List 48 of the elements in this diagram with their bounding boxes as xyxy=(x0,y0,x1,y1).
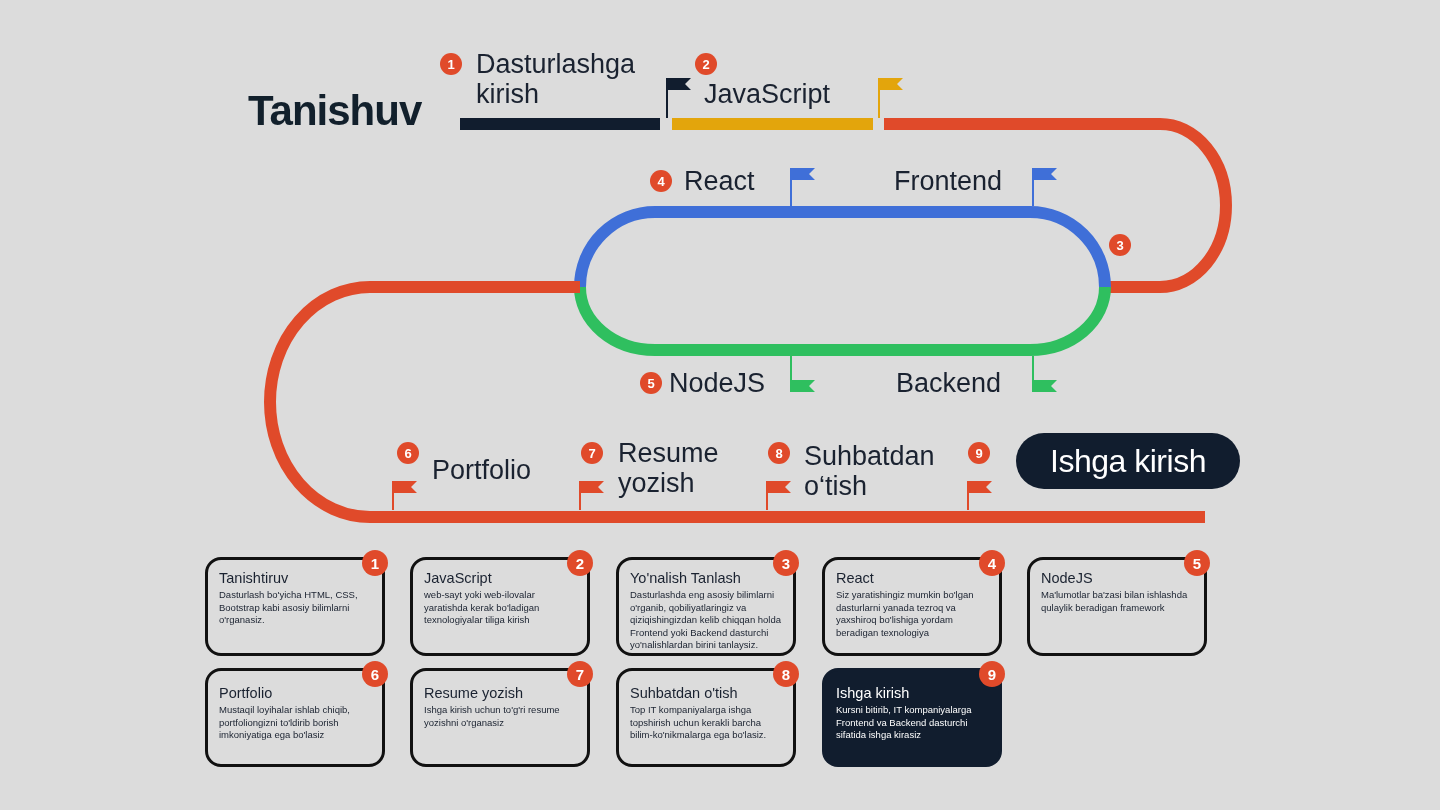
step-number: 2 xyxy=(695,53,717,75)
step-label: Portfolio xyxy=(432,455,533,485)
step-label: Suhbatdan o‘tish xyxy=(804,441,936,501)
step-number: 5 xyxy=(640,372,662,394)
card-text: Siz yaratishingiz mumkin bo'lgan dasturlarni yanada tezroq va yaxshiroq bo'lishiga yordam beradigan texnologiya xyxy=(836,589,975,639)
card-title: NodeJS xyxy=(1041,570,1094,586)
track-label: Frontend xyxy=(894,166,1003,196)
step-number: 8 xyxy=(773,661,799,687)
card-text: Dasturlash bo'yicha HTML, CSS, Bootstrap kabi asosiy bilimlarni o'rganasiz. xyxy=(219,589,359,627)
card-title: Resume yozish xyxy=(424,685,525,701)
step-label: React xyxy=(684,166,756,196)
step-label: NodeJS xyxy=(669,368,767,398)
step-number: 4 xyxy=(650,170,672,192)
card-title: Tanishtiruv xyxy=(219,570,290,586)
step-number: 4 xyxy=(979,550,1005,576)
step-number: 5 xyxy=(1184,550,1210,576)
step-number: 1 xyxy=(440,53,462,75)
card-text: Ishga kirish uchun to'g'ri resume yozishni o'rganasiz xyxy=(424,704,561,729)
card-title: JavaScript xyxy=(424,570,493,586)
heading: Tanishuv xyxy=(248,96,422,126)
step-number: 2 xyxy=(567,550,593,576)
card-text: Kursni bitirib, IT kompaniyalarga Frontend va Backend dasturchi sifatida ishga kirasiz xyxy=(836,704,973,742)
step-label: Resume yozish xyxy=(618,438,720,498)
step-number: 6 xyxy=(362,661,388,687)
step-number: 7 xyxy=(567,661,593,687)
step-label: Dasturlashga kirish xyxy=(476,49,637,109)
card-title: Yo'nalish Tanlash xyxy=(630,570,742,586)
card-text: Top IT kompaniyalarga ishga topshirish uchun kerakli barcha bilim-ko'nikmalarga ega bo'lasiz. xyxy=(630,704,768,742)
card-text: Dasturlashda eng asosiy bilimlarni o'rganib, qobiliyatlaringiz va qiziqishingizdan kelib chiqqan holda Frontend yoki Backend dasturchi yo'nalishlardan birini tanlaysiz. xyxy=(630,589,783,652)
goal-pill: Ishga kirish xyxy=(1016,433,1240,489)
card-title: Suhbatdan o'tish xyxy=(630,685,739,701)
card-title: React xyxy=(836,570,875,586)
step-label: JavaScript xyxy=(704,79,832,109)
step-number: 9 xyxy=(979,661,1005,687)
step-number: 8 xyxy=(768,442,790,464)
step-number: 3 xyxy=(773,550,799,576)
step-number: 3 xyxy=(1109,234,1131,256)
step-number: 6 xyxy=(397,442,419,464)
card-text: web-sayt yoki web-ilovalar yaratishda kerak bo'ladigan texnologiyalar tiliga kirish xyxy=(424,589,541,627)
step-number: 7 xyxy=(581,442,603,464)
card-text: Ma'lumotlar ba'zasi bilan ishlashda qulaylik beradigan framework xyxy=(1041,589,1189,614)
card-text: Mustaqil loyihalar ishlab chiqib, portfoliongizni to'ldirib borish imkoniyatiga ega bo'lasiz xyxy=(219,704,351,742)
step-number: 1 xyxy=(362,550,388,576)
card-title: Ishga kirish xyxy=(836,685,911,701)
track-label: Backend xyxy=(896,368,1002,398)
card-title: Portfolio xyxy=(219,685,274,701)
info-card xyxy=(822,668,1002,767)
step-number: 9 xyxy=(968,442,990,464)
